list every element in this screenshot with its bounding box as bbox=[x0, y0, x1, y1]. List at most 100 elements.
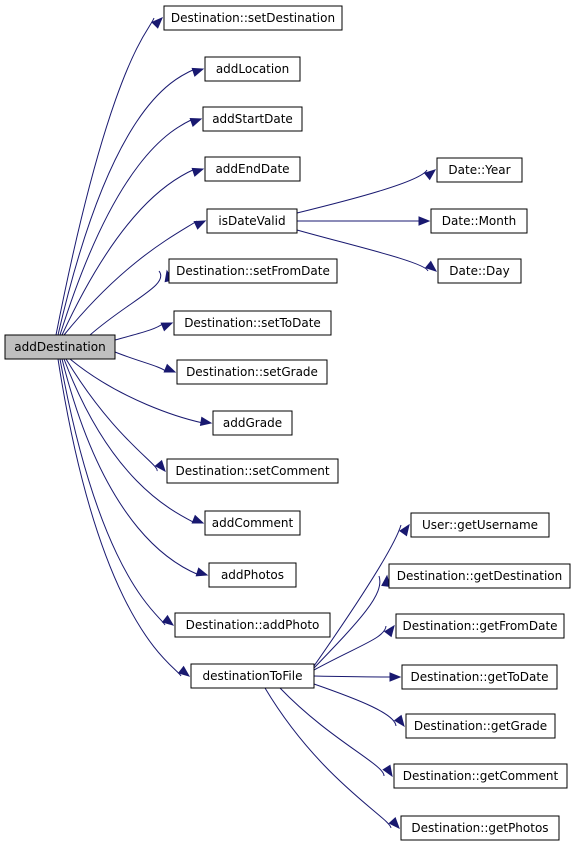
node-box bbox=[168, 258, 338, 284]
node-label: destinationToFile bbox=[203, 669, 303, 683]
arrowhead-icon bbox=[191, 67, 205, 77]
edges-layer bbox=[55, 17, 438, 830]
node-box bbox=[204, 510, 301, 536]
node-label: addStartDate bbox=[212, 112, 293, 126]
node-destination-getphotos[interactable]: Destination::getPhotos bbox=[400, 815, 560, 841]
node-box bbox=[388, 563, 571, 589]
edge-adddestination-to-destinationtofile bbox=[57, 358, 182, 677]
node-addlocation[interactable]: addLocation bbox=[204, 56, 301, 82]
node-label: addComment bbox=[212, 516, 294, 530]
edge-adddestination-to-addenddate bbox=[61, 168, 196, 336]
node-label: addPhotos bbox=[221, 568, 284, 582]
edge-destinationtofile-to-destination-getcomment bbox=[279, 687, 385, 777]
node-destination-setgrade[interactable]: Destination::setGrade bbox=[176, 359, 328, 385]
node-box bbox=[437, 258, 522, 284]
edge-destinationtofile-to-destination-getphotos bbox=[264, 687, 392, 829]
arrowhead-icon bbox=[160, 322, 174, 332]
node-user-getusername[interactable]: User::getUsername bbox=[410, 512, 550, 538]
node-label: Destination::getGrade bbox=[414, 719, 547, 733]
node-label: addGrade bbox=[223, 416, 282, 430]
arrowhead-icon bbox=[383, 624, 395, 638]
node-addgrade[interactable]: addGrade bbox=[212, 410, 293, 436]
edge-adddestination-to-addgrade bbox=[69, 358, 204, 424]
node-date-month[interactable]: Date::Month bbox=[430, 208, 528, 234]
node-box bbox=[208, 562, 297, 588]
node-label: isDateValid bbox=[218, 214, 285, 228]
node-destination-setfromdate[interactable]: Destination::setFromDate bbox=[168, 258, 338, 284]
node-destination-settodate[interactable]: Destination::setToDate bbox=[173, 310, 332, 336]
node-adddestination[interactable]: addDestination bbox=[4, 334, 116, 360]
arrowhead-icon bbox=[151, 17, 163, 29]
node-label: addEndDate bbox=[215, 162, 289, 176]
arrowhead-icon bbox=[163, 363, 177, 373]
arrowhead-icon bbox=[161, 614, 175, 626]
arrowhead-icon bbox=[388, 817, 400, 830]
arrowhead-icon bbox=[389, 672, 402, 682]
edge-adddestination-to-isdatevalid bbox=[63, 220, 198, 336]
edge-destinationtofile-to-destination-getdestination bbox=[313, 575, 381, 669]
arrowhead-icon bbox=[177, 665, 191, 677]
node-destinationtofile[interactable]: destinationToFile bbox=[190, 663, 315, 689]
node-box bbox=[436, 157, 523, 183]
node-label: Destination::setGrade bbox=[186, 365, 318, 379]
node-box bbox=[174, 612, 331, 638]
node-label: Destination::setComment bbox=[175, 464, 329, 478]
arrowhead-icon bbox=[393, 714, 405, 728]
node-destination-addphoto[interactable]: Destination::addPhoto bbox=[174, 612, 331, 638]
arrowhead-icon bbox=[424, 260, 438, 272]
node-box bbox=[176, 359, 328, 385]
node-label: addDestination bbox=[14, 340, 105, 354]
node-label: Destination::setToDate bbox=[184, 316, 321, 330]
node-box bbox=[190, 663, 315, 689]
node-label: Destination::getDestination bbox=[397, 569, 563, 583]
node-box bbox=[400, 815, 560, 841]
arrowhead-icon bbox=[418, 216, 431, 226]
node-box bbox=[395, 613, 565, 639]
edge-adddestination-to-addphotos bbox=[61, 358, 200, 576]
edge-adddestination-to-destination-setfromdate bbox=[89, 270, 162, 336]
node-destination-getfromdate[interactable]: Destination::getFromDate bbox=[395, 613, 565, 639]
node-date-day[interactable]: Date::Day bbox=[437, 258, 522, 284]
edge-adddestination-to-destination-settodate bbox=[114, 322, 165, 341]
nodes-layer: addDestination Destination::setDestinatio… bbox=[4, 5, 571, 841]
node-addphotos[interactable]: addPhotos bbox=[208, 562, 297, 588]
node-box bbox=[206, 208, 298, 234]
node-box bbox=[430, 208, 528, 234]
node-destination-getdestination[interactable]: Destination::getDestination bbox=[388, 563, 571, 589]
node-date-year[interactable]: Date::Year bbox=[436, 157, 523, 183]
arrowhead-icon bbox=[195, 567, 209, 577]
node-isdatevalid[interactable]: isDateValid bbox=[206, 208, 298, 234]
node-addstartdate[interactable]: addStartDate bbox=[202, 106, 303, 132]
node-addenddate[interactable]: addEndDate bbox=[204, 156, 301, 182]
node-box bbox=[202, 106, 303, 132]
arrowhead-icon bbox=[382, 764, 393, 778]
node-label: Destination::getToDate bbox=[411, 670, 549, 684]
node-box bbox=[173, 310, 332, 336]
edge-adddestination-to-addstartdate bbox=[59, 118, 194, 336]
node-label: Destination::addPhoto bbox=[186, 618, 320, 632]
node-label: addLocation bbox=[216, 62, 289, 76]
node-destination-setdestination[interactable]: Destination::setDestination bbox=[163, 5, 343, 31]
node-destination-getcomment[interactable]: Destination::getComment bbox=[393, 763, 568, 789]
node-box bbox=[212, 410, 293, 436]
node-box bbox=[393, 763, 568, 789]
arrowhead-icon bbox=[191, 167, 205, 177]
edge-adddestination-to-addlocation bbox=[57, 68, 196, 336]
node-destination-setcomment[interactable]: Destination::setComment bbox=[166, 458, 339, 484]
arrowhead-icon bbox=[191, 514, 205, 524]
edge-adddestination-to-destination-setcomment bbox=[65, 358, 158, 472]
node-destination-getgrade[interactable]: Destination::getGrade bbox=[405, 713, 556, 739]
edge-adddestination-to-destination-setdestination bbox=[55, 17, 155, 336]
arrowhead-icon bbox=[193, 220, 207, 230]
edge-adddestination-to-addcomment bbox=[63, 358, 196, 524]
node-destination-gettodate[interactable]: Destination::getToDate bbox=[401, 664, 558, 690]
node-addcomment[interactable]: addComment bbox=[204, 510, 301, 536]
edge-destinationtofile-to-destination-getfromdate bbox=[313, 625, 387, 671]
node-box bbox=[204, 156, 301, 182]
node-label: User::getUsername bbox=[422, 518, 538, 532]
node-label: Date::Month bbox=[442, 214, 516, 228]
node-box bbox=[166, 458, 339, 484]
arrowhead-icon bbox=[399, 523, 410, 537]
edge-isdatevalid-to-date-year bbox=[296, 169, 428, 214]
